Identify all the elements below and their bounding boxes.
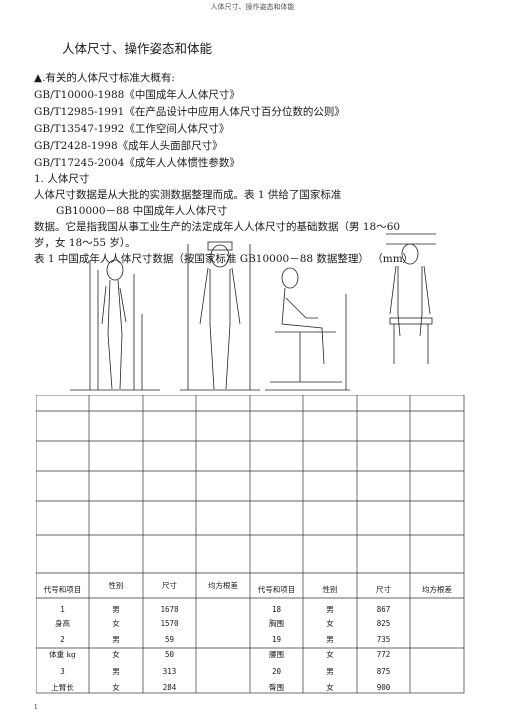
table-cell: 腰围 (269, 650, 284, 659)
standard-item: GB/T17245-2004《成年人人体惯性参数》 (34, 157, 240, 169)
table-cell: 女 (326, 683, 334, 692)
running-header: 人体尺寸、操作姿态和体能 (210, 3, 295, 11)
standard-item: GB/T13547-1992《工作空间人体尺寸》 (34, 123, 230, 135)
table-cell: 身高 (55, 619, 70, 628)
table-cell: 313 (162, 667, 177, 676)
table-cell: 735 (376, 635, 391, 644)
table-header: 尺寸 (376, 585, 391, 594)
table-cell: 上臂长 (51, 683, 74, 692)
table-cell: 女 (112, 619, 120, 628)
dimension-table-grid (36, 395, 465, 694)
body-text: 数据。它是指我国从事工业生产的法定成年人人体尺寸的基础数据（男 18～60 (34, 221, 401, 233)
table-header: 代号和项目 (257, 585, 296, 594)
standard-item: GB/T10000-1988《中国成年人人体尺寸》 (34, 89, 240, 101)
seated-front-figure (386, 233, 436, 364)
table-header: 均方根差 (422, 585, 452, 594)
table-cell: 2 (60, 635, 65, 644)
table-cell: 男 (112, 635, 120, 644)
standard-item: GB/T2428-1998《成年人头面部尺寸》 (34, 140, 223, 152)
table-cell: 3 (60, 667, 65, 676)
table-cell: 825 (376, 619, 391, 628)
side-standing-figure (70, 259, 160, 391)
table-cell: 女 (326, 650, 334, 659)
table-cell: 867 (376, 605, 391, 614)
intro-line: ▲.有关的人体尺寸标准大概有: (34, 72, 175, 84)
body-text: GB10000－88 中国成年人人体尺寸 (56, 205, 228, 217)
table-cell: 284 (162, 683, 177, 692)
table-header: 性别 (108, 581, 124, 590)
table-header: 尺寸 (162, 581, 177, 590)
standard-item: GB/T12985-1991《在产品设计中应用人体尺寸百分位数的公则》 (34, 106, 345, 118)
table-cell: 50 (164, 650, 175, 659)
table-cell: 20 (271, 667, 282, 676)
table-cell: 女 (326, 619, 334, 628)
table-cell: 男 (326, 635, 334, 644)
table-cell: 900 (376, 683, 391, 692)
body-text: 人体尺寸数据是从大批的实测数据整理而成。表 1 供给了国家标准 (34, 189, 342, 201)
table-cell: 男 (326, 605, 334, 614)
table-cell: 男 (112, 667, 120, 676)
table-cell: 1570 (160, 619, 179, 628)
table-cell: 男 (326, 667, 334, 676)
table-cell: 臀围 (269, 683, 284, 692)
front-standing-figure (180, 241, 260, 391)
table-cell: 女 (112, 683, 120, 692)
seated-side-figure (265, 267, 350, 391)
table-cell: 875 (376, 667, 391, 676)
table-cell: 772 (376, 650, 391, 659)
table-cell: 19 (271, 635, 282, 644)
table-caption: 表 1 中国成年人人体尺寸数据（按国家标准 GB10000－88 数据整理） （… (34, 253, 414, 265)
table-cell: 18 (271, 605, 282, 614)
table-cell: 女 (112, 650, 120, 659)
table-cell: 体重 kg (49, 650, 76, 659)
table-header: 性别 (322, 585, 338, 594)
page-title: 人体尺寸、操作姿态和体能 (62, 41, 213, 56)
table-header: 代号和项目 (43, 585, 82, 594)
table-header: 均方根差 (208, 581, 238, 590)
table-cell: 1678 (160, 605, 179, 614)
table-cell: 胸围 (269, 619, 284, 628)
body-text: 岁，女 18～55 岁）。 (34, 237, 136, 249)
table-cell: 男 (112, 605, 120, 614)
section-heading: 1. 人体尺寸 (34, 173, 90, 185)
table-cell: 59 (164, 635, 175, 644)
page-number: 1 (34, 704, 38, 711)
table-cell: 1 (60, 605, 65, 614)
body-dimension-figure (70, 233, 436, 391)
